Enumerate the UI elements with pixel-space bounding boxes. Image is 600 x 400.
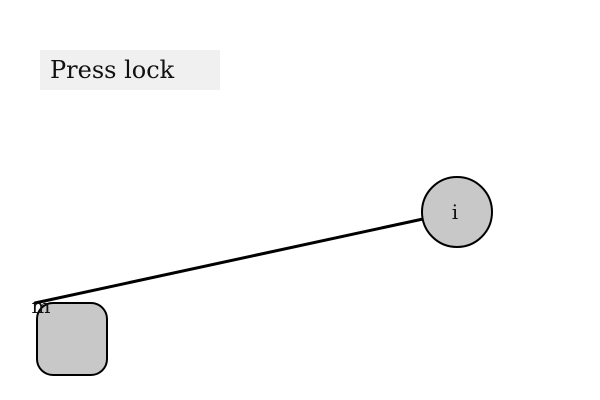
square-node-label: m [32,294,51,318]
square-node[interactable]: m [32,294,108,376]
circle-node-shape[interactable] [421,176,493,248]
connector-line [33,217,425,305]
circle-node-label: i [452,200,458,224]
circle-node[interactable]: i [421,176,493,248]
square-node-shape[interactable] [36,302,108,376]
instruction-label: Press lock [40,50,220,90]
